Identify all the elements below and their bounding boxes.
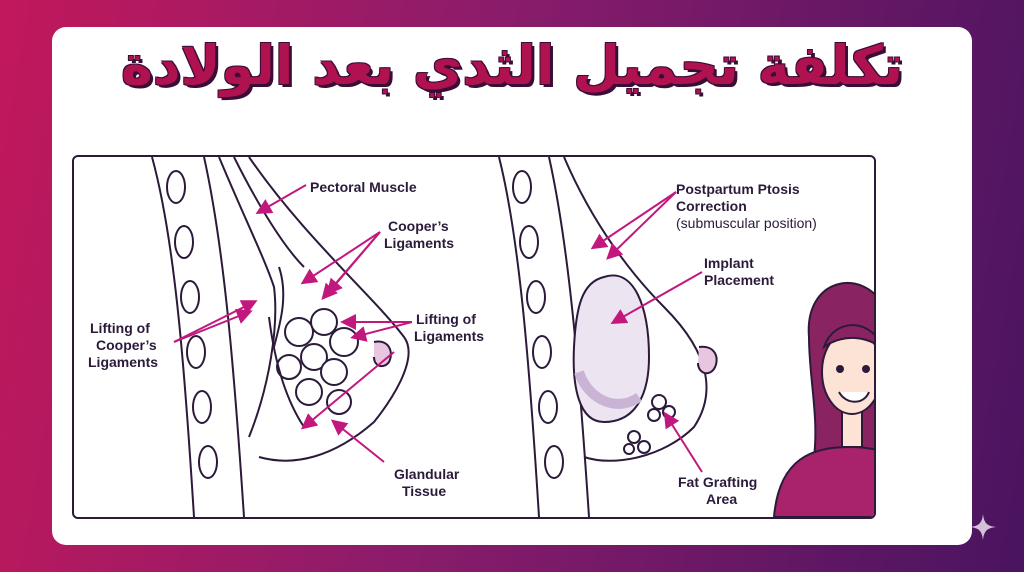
sparkle-icon [970,514,996,540]
woman-illustration [772,282,874,517]
label-lifting-coopers-line2: Cooper’s [96,337,157,353]
page-title: تكلفة تجميل الثدي بعد الولادة [120,34,904,97]
label-coopers-ligaments-line2: Ligaments [384,235,455,251]
label-fat-grafting-line2: Area [706,491,738,507]
label-ptosis-line2: Correction [676,198,747,214]
label-implant-line2: Placement [704,272,775,288]
label-glandular-line2: Tissue [402,483,447,499]
label-glandular-line1: Glandular [394,466,460,482]
label-ptosis-line1: Postpartum Ptosis [676,181,800,197]
label-pectoral-muscle: Pectoral Muscle [310,179,417,195]
label-ptosis-line3: (submuscular position) [676,215,817,231]
label-lifting-ligaments-line2: Ligaments [414,328,485,344]
anatomy-diagram-panel: Pectoral Muscle Cooper’s Ligaments Lifti… [72,155,876,519]
label-lifting-coopers-line3: Ligaments [88,354,159,370]
label-implant-line1: Implant [704,255,754,271]
left-breast-cross-section [151,157,410,517]
label-fat-grafting-line1: Fat Grafting [678,474,758,490]
right-diagram-arrows [590,191,703,473]
label-coopers-ligaments-line1: Cooper’s [388,218,449,234]
label-lifting-ligaments-line1: Lifting of [416,311,476,327]
label-lifting-coopers-line1: Lifting of [90,320,150,336]
left-diagram-arrows [173,184,413,463]
anatomy-illustration [151,157,874,517]
